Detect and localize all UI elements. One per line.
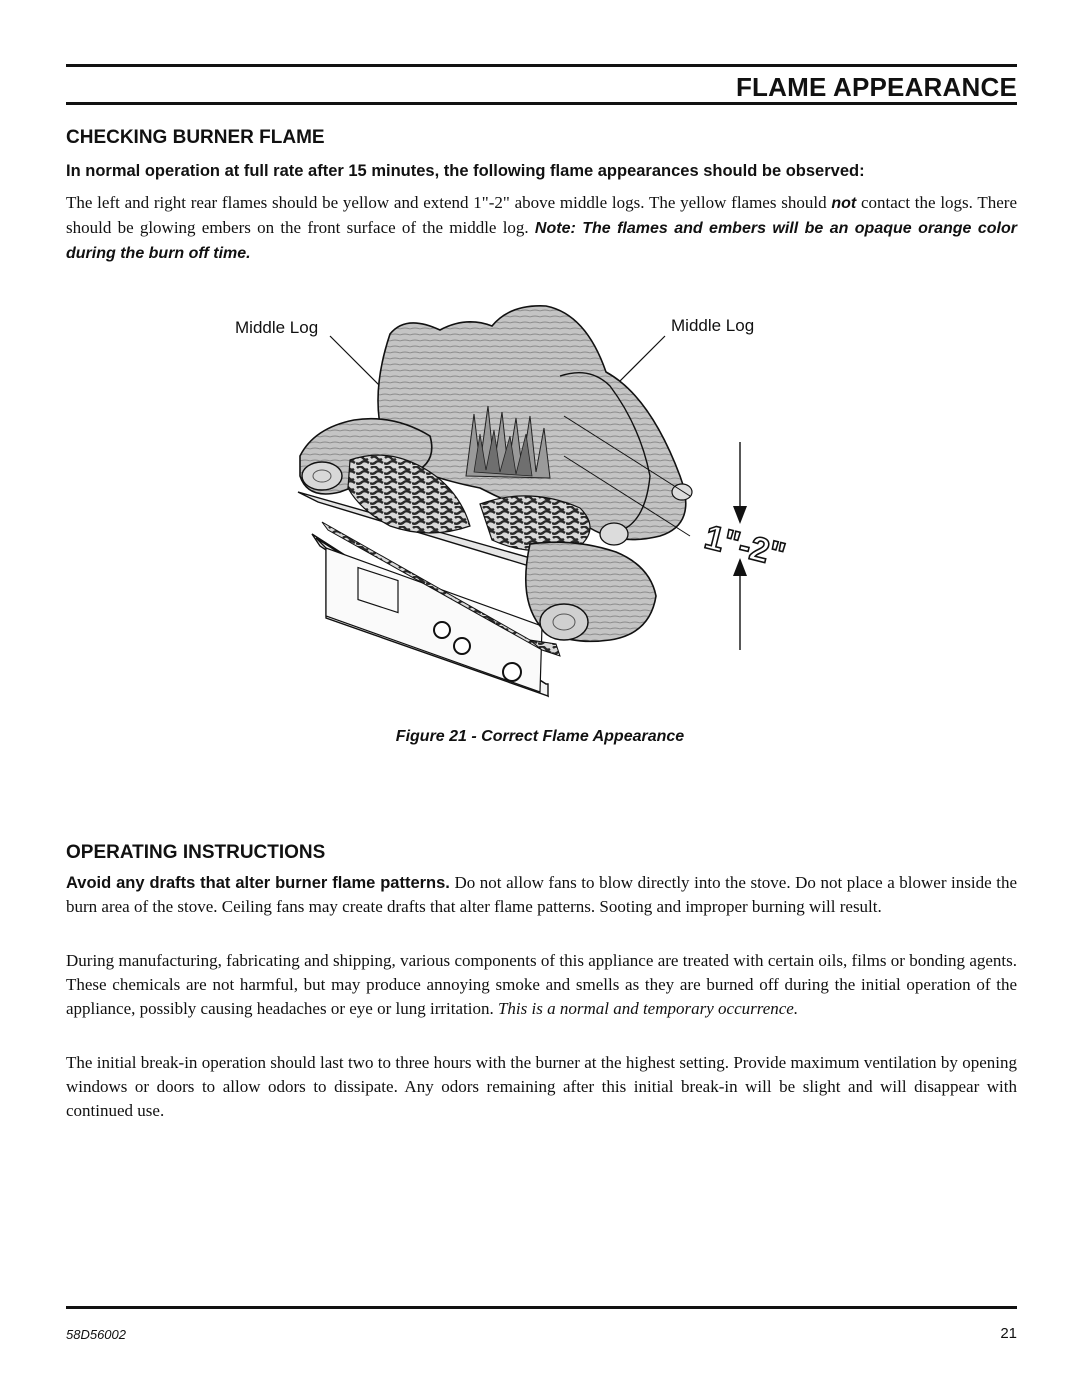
label-middle-log-right: Middle Log xyxy=(671,316,755,335)
dimension-arrows xyxy=(733,442,747,650)
leader-line-left xyxy=(329,335,383,389)
chemicals-paragraph: During manufacturing, fabricating and sh… xyxy=(66,951,1017,1018)
leader-line-right xyxy=(614,335,666,387)
log-set-illustration xyxy=(297,305,747,698)
flame-description-paragraph: The left and right rear flames should be… xyxy=(66,193,1017,262)
figure-caption: Figure 21 - Correct Flame Appearance xyxy=(395,728,685,745)
document-number: 58D56002 xyxy=(66,1327,126,1342)
section-heading-operating-instructions: OPERATING INSTRUCTIONS xyxy=(66,842,326,863)
flames xyxy=(465,405,551,479)
section-lead-text: In normal operation at full rate after 1… xyxy=(66,162,865,180)
drafts-paragraph: Avoid any drafts that alter burner flame… xyxy=(66,873,1017,916)
figure-flame-appearance: Middle Log Middle Log 1"-2" xyxy=(230,296,790,716)
dimension-guide-upper xyxy=(563,415,691,497)
dimension-guide-lower xyxy=(563,455,691,537)
logs xyxy=(299,305,693,643)
page-title: FLAME APPEARANCE xyxy=(735,72,1017,102)
break-in-paragraph: The initial break-in operation should la… xyxy=(66,1053,1017,1120)
footer-rule xyxy=(66,1306,1017,1309)
header-rule-top xyxy=(66,64,1017,67)
header-rule-bottom xyxy=(66,102,1017,105)
section-heading-checking-burner-flame: CHECKING BURNER FLAME xyxy=(66,127,325,148)
page-number: 21 xyxy=(1000,1325,1017,1342)
label-middle-log-left: Middle Log xyxy=(235,318,319,337)
